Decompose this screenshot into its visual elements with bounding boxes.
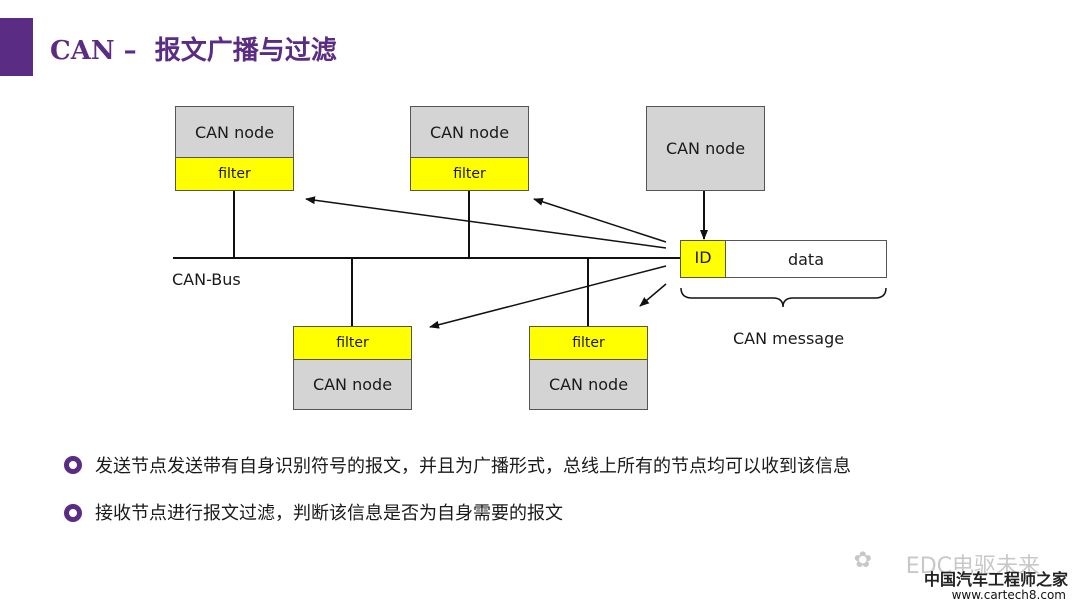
arrow-to-node1 (305, 196, 667, 249)
can-node-1 (175, 106, 294, 158)
arrow-to-node5 (639, 283, 667, 307)
title-main: 报文广播与过滤 (154, 36, 337, 66)
filter-node-1 (175, 157, 294, 191)
bullet-icon-2 (64, 504, 82, 522)
filter-node-1-label: filter (218, 166, 251, 182)
filter-node-2 (410, 157, 529, 191)
message-id-label: ID (694, 247, 712, 267)
can-node-5 (529, 359, 648, 410)
bullet-icon-1 (64, 456, 82, 474)
watermark-line-2: 中国汽车工程师之家 (923, 570, 1068, 589)
watermark-line-1: EDC电驱未来 (905, 554, 1040, 579)
bullet-text-2: 接收节点进行报文过滤，判断该信息是否为自身需要的报文 (95, 503, 563, 524)
title-prefix: CAN – (50, 36, 137, 66)
message-brace (680, 287, 887, 308)
bullet-text-1: 发送节点发送带有自身识别符号的报文，并且为广播形式，总线上所有的节点均可以收到该… (95, 456, 851, 477)
wechat-icon: ✿ (853, 548, 872, 573)
message-caption: CAN message (733, 329, 845, 348)
can-node-2 (410, 106, 529, 158)
filter-node-4-label: filter (336, 335, 369, 351)
arrow-to-node2 (533, 197, 667, 243)
can-node-4 (293, 359, 412, 410)
can-node-5-label: CAN node (548, 375, 629, 394)
can-node-sender-label: CAN node (665, 139, 746, 158)
watermark-line-3: www.cartech8.com (951, 588, 1066, 602)
can-node-1-label: CAN node (194, 122, 275, 142)
can-bus-label: CAN-Bus (172, 270, 241, 289)
message-data-label: data (787, 249, 825, 269)
filter-node-5-label: filter (572, 335, 605, 351)
page-title: CAN – 报文广播与过滤 (50, 30, 337, 67)
can-node-2-label: CAN node (429, 122, 510, 142)
title-accent-bar (0, 18, 33, 76)
can-node-4-label: CAN node (312, 375, 393, 394)
filter-node-2-label: filter (453, 166, 486, 182)
arrow-to-node4 (429, 265, 667, 329)
message-data-field (725, 240, 887, 278)
message-id-field (680, 240, 726, 278)
filter-node-5 (529, 326, 648, 360)
can-node-sender (646, 106, 765, 191)
